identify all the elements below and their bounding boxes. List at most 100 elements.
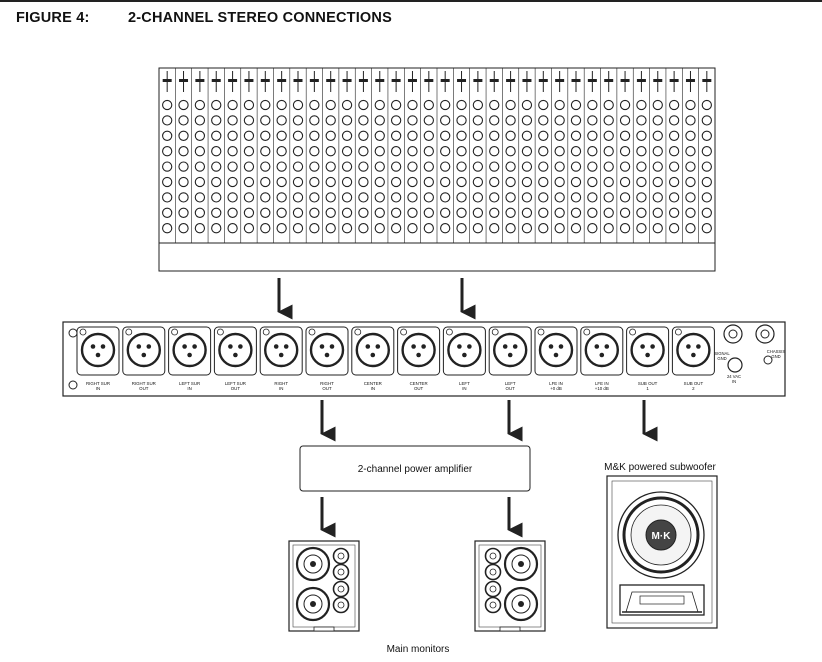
console-knob-icon — [374, 99, 385, 111]
console-knob-icon — [162, 146, 173, 157]
console-knob-icon — [309, 130, 320, 141]
console-knob-icon — [276, 176, 287, 188]
fader-cap — [179, 79, 189, 82]
power-section: SIGNAL GND CHASSIS GND 24 VAC IN — [714, 324, 785, 384]
console-knob-icon — [570, 161, 582, 172]
console-knob-icon — [162, 176, 173, 188]
xlr-latch-icon — [583, 328, 591, 336]
xlr-pin-icon — [696, 344, 701, 349]
console-knob-icon — [243, 161, 255, 172]
subwoofer-dustcap — [645, 519, 677, 551]
console-knob-icon — [227, 207, 238, 218]
console-knob-icon — [178, 146, 189, 157]
console-channel-strip — [567, 68, 582, 243]
console-knob-icon — [390, 192, 402, 203]
fader-cap — [571, 79, 581, 82]
xlr-label-bottom: IN — [279, 386, 283, 391]
xlr-pin-icon — [604, 344, 610, 349]
console-knob-icon — [701, 207, 712, 218]
xlr-pin-icon — [640, 344, 645, 349]
fader-cap — [211, 79, 221, 82]
console-knob-icon — [685, 130, 696, 141]
xlr-label-top: RIGHT SUR — [86, 381, 110, 386]
console-knob-icon — [390, 161, 402, 172]
console-knob-icon — [587, 223, 598, 234]
xlr-latch-icon — [354, 328, 362, 336]
fader-cap — [702, 79, 712, 82]
xlr-latch-icon — [125, 328, 133, 336]
fader-cap — [407, 79, 417, 82]
xlr-socket-icon — [355, 332, 390, 368]
console-knob-icon — [325, 207, 336, 218]
fader-cap — [293, 79, 303, 82]
console-knob-icon — [407, 207, 418, 218]
console-channel-strip — [518, 68, 533, 243]
console-knob-icon — [619, 99, 631, 111]
console-knob-icon — [456, 192, 467, 203]
console-knob-icon — [570, 192, 582, 203]
console-knob-icon — [325, 161, 336, 172]
console-knob-icon — [227, 146, 238, 157]
monitor-badge — [499, 626, 521, 632]
console-knob-icon — [685, 115, 696, 126]
xlr-label-top: RIGHT — [274, 381, 288, 386]
console-knob-icon — [243, 192, 255, 203]
xlr-label-bottom: OUT — [231, 386, 241, 391]
fader-cap — [669, 79, 679, 82]
fader-cap — [522, 79, 532, 82]
console-knob-icon — [227, 223, 238, 234]
console-knob-icon — [440, 192, 451, 203]
console-knob-icon — [701, 130, 712, 141]
console-knob-icon — [456, 99, 467, 111]
console-knob-icon — [440, 146, 451, 157]
monitor-tweeter-dome — [489, 585, 497, 593]
console-knob-icon — [472, 161, 484, 172]
console-knob-icon — [341, 192, 353, 203]
console-channel-strip — [175, 68, 189, 243]
monitors-label: Main monitors — [387, 644, 450, 655]
console-knob-icon — [538, 176, 549, 188]
console-knob-icon — [440, 115, 451, 126]
console-knob-icon — [162, 99, 173, 111]
console-knob-icon — [489, 99, 500, 111]
xlr-pin-icon — [146, 344, 152, 349]
xlr-pin-icon — [558, 344, 564, 349]
console-knob-icon — [521, 99, 533, 111]
console-knob-icon — [374, 223, 385, 234]
console-knob-icon — [407, 146, 418, 157]
xlr-pin-icon — [512, 344, 518, 349]
console-knob-icon — [211, 192, 222, 203]
xlr-pin-icon — [462, 352, 467, 358]
console-knob-icon — [701, 146, 712, 157]
xlr-pin-icon — [416, 352, 421, 358]
console-knob-icon — [292, 207, 304, 218]
xlr-pin-icon — [686, 344, 691, 349]
vac-inlet-icon — [727, 357, 743, 373]
console-knob-icon — [587, 146, 598, 157]
console-knob-icon — [341, 130, 353, 141]
console-knob-icon — [685, 161, 696, 172]
fader-cap — [636, 79, 646, 82]
fader-cap — [342, 79, 352, 82]
xlr-socket-icon — [172, 332, 207, 368]
fader-cap — [604, 79, 614, 82]
console-channel-strip — [338, 68, 353, 243]
console-knob-icon — [652, 223, 663, 234]
xlr-label-top: RIGHT SUR — [132, 381, 156, 386]
xlr-latch-icon — [537, 328, 545, 336]
xlr-pin-icon — [100, 344, 106, 349]
console-knob-icon — [374, 176, 385, 188]
console-knob-icon — [636, 99, 647, 111]
console-knob-icon — [701, 99, 712, 111]
console-knob-icon — [587, 192, 598, 203]
console-knob-icon — [227, 192, 238, 203]
console-knob-icon — [390, 207, 402, 218]
xlr-label-top: SUB OUT — [638, 381, 658, 386]
console-knob-icon — [668, 176, 680, 188]
console-channel-strip — [371, 68, 385, 243]
xlr-pin-icon — [502, 344, 508, 349]
console-knob-icon — [440, 161, 451, 172]
console-knob-icon — [211, 99, 222, 111]
xlr-socket-icon — [126, 332, 162, 368]
